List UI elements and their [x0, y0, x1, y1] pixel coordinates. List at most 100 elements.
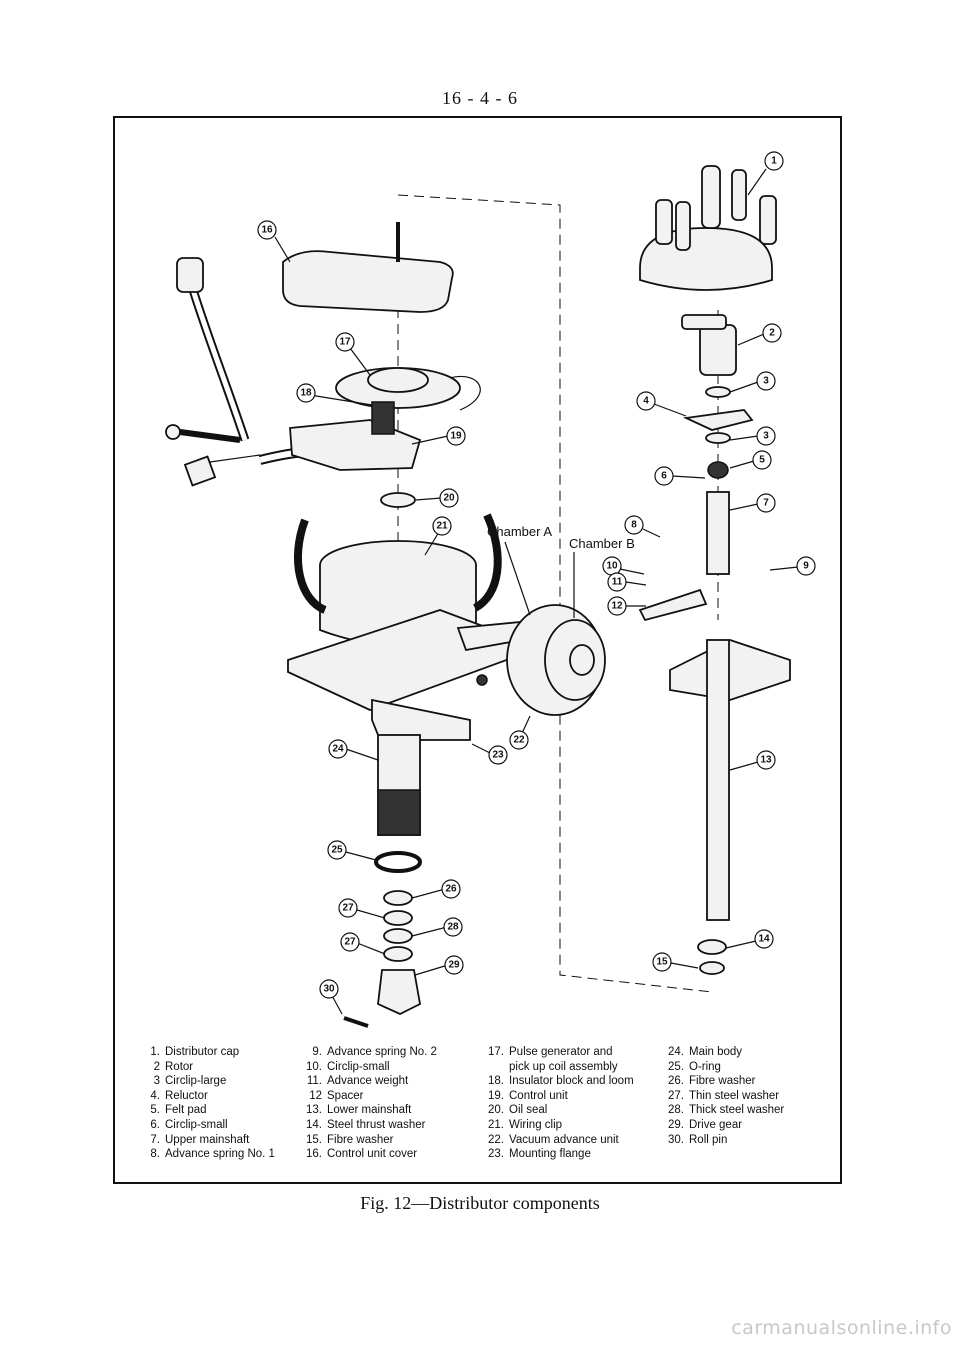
callout-5: 5 [752, 450, 772, 470]
callout-4: 4 [636, 391, 656, 411]
legend-column-2: 9.Advance spring No. 2 10.Circlip-small … [304, 1045, 437, 1162]
callout-18: 18 [296, 383, 316, 403]
svg-text:16: 16 [261, 225, 273, 236]
callout-22: 22 [509, 730, 529, 750]
callout-15: 15 [652, 952, 672, 972]
svg-text:26: 26 [445, 884, 457, 895]
legend-item: 27.Thin steel washer [668, 1089, 780, 1102]
legend-item: 29.Drive gear [668, 1118, 743, 1131]
callout-16: 16 [257, 220, 277, 240]
svg-text:4: 4 [643, 396, 649, 407]
legend-item: 14.Steel thrust washer [306, 1118, 426, 1131]
legend-item: 13.Lower mainshaft [306, 1104, 412, 1117]
callout-3b: 3 [756, 426, 776, 446]
callout-11: 11 [607, 572, 627, 592]
svg-text:25: 25 [331, 845, 343, 856]
svg-text:3: 3 [763, 376, 769, 387]
circlip-large-2 [705, 432, 731, 444]
svg-text:5: 5 [759, 455, 765, 466]
svg-text:12: 12 [611, 601, 623, 612]
callout-12: 12 [607, 596, 627, 616]
svg-text:29: 29 [448, 960, 460, 971]
svg-text:2: 2 [769, 328, 775, 339]
control-unit-cover [282, 222, 454, 313]
svg-text:27: 27 [342, 903, 354, 914]
legend-item: 25.O-ring [668, 1060, 721, 1073]
svg-text:30: 30 [323, 984, 335, 995]
page-number: 16 - 4 - 6 [442, 88, 518, 108]
callout-24: 24 [328, 739, 348, 759]
svg-text:24: 24 [332, 744, 344, 755]
callout-17: 17 [335, 332, 355, 352]
svg-text:22: 22 [513, 735, 525, 746]
legend-item: 26.Fibre washer [668, 1075, 756, 1088]
legend-item: 16.Control unit cover [306, 1148, 418, 1161]
legend-item: 28.Thick steel washer [668, 1104, 785, 1117]
callout-13: 13 [756, 750, 776, 770]
lower-stack [343, 851, 422, 1028]
callout-10: 10 [602, 556, 622, 576]
svg-text:9: 9 [803, 561, 809, 572]
svg-text:11: 11 [612, 577, 623, 588]
figure-caption: Fig. 12—Distributor components [360, 1193, 600, 1213]
legend-item: 21.Wiring clip [488, 1118, 563, 1131]
legend-item: 22.Vacuum advance unit [488, 1133, 619, 1146]
chamber-a-label: Chamber A [487, 524, 552, 539]
callout-6: 6 [654, 466, 674, 486]
callout-9: 9 [796, 556, 816, 576]
main-body [287, 513, 521, 836]
svg-text:8: 8 [631, 520, 637, 531]
legend-item: 4.Reluctor [150, 1089, 208, 1102]
legend-item: 7.Upper mainshaft [150, 1133, 250, 1146]
lower-mainshaft [706, 639, 730, 921]
legend-item: 17.Pulse generator and [488, 1046, 613, 1058]
fibre-washer [699, 961, 725, 975]
svg-text:21: 21 [436, 521, 448, 532]
callout-markers: 1 2 3 3 4 5 6 7 8 9 10 11 12 13 14 15 16… [257, 151, 816, 999]
callout-14: 14 [754, 929, 774, 949]
callout-25: 25 [327, 840, 347, 860]
callout-7: 7 [756, 493, 776, 513]
callout-29: 29 [444, 955, 464, 975]
svg-text:28: 28 [447, 922, 459, 933]
chamber-b-label: Chamber B [569, 536, 635, 551]
svg-text:14: 14 [758, 934, 770, 945]
legend-item: 8.Advance spring No. 1 [150, 1148, 275, 1161]
legend-item: 11.Advance weight [306, 1075, 409, 1088]
watermark: carmanualsonline.info [731, 1317, 952, 1339]
svg-text:1: 1 [771, 156, 777, 167]
svg-text:13: 13 [760, 755, 772, 766]
legend-item: 9.Advance spring No. 2 [312, 1046, 437, 1058]
legend-item: 18.Insulator block and loom [488, 1075, 634, 1088]
legend-item: 20.Oil seal [488, 1104, 548, 1117]
pulse-generator-assembly [289, 367, 481, 471]
distributor-cap [639, 165, 777, 291]
callout-30: 30 [319, 979, 339, 999]
callout-28: 28 [443, 917, 463, 937]
svg-text:6: 6 [661, 471, 667, 482]
steel-thrust-washer [697, 939, 727, 955]
svg-text:17: 17 [339, 337, 351, 348]
callout-20: 20 [439, 488, 459, 508]
svg-text:15: 15 [656, 957, 668, 968]
legend-item: 5.Felt pad [150, 1104, 207, 1117]
oil-seal [380, 492, 416, 508]
lower-mainshaft-plate [669, 639, 791, 701]
vacuum-advance-unit [456, 604, 606, 716]
callout-19: 19 [446, 426, 466, 446]
callout-21: 21 [432, 516, 452, 536]
legend-item: 23.Mounting flange [488, 1148, 591, 1161]
legend-item: 1.Distributor cap [150, 1046, 240, 1058]
callout-26: 26 [441, 879, 461, 899]
legend-item: 15.Fibre washer [306, 1133, 394, 1146]
svg-text:23: 23 [492, 750, 504, 761]
legend-item: 6.Circlip-small [150, 1118, 228, 1131]
legend-column-4: 24.Main body 25.O-ring 26.Fibre washer 2… [666, 1045, 784, 1147]
assembly-guide-line [397, 194, 713, 993]
reluctor [682, 409, 754, 431]
svg-text:19: 19 [450, 431, 462, 442]
